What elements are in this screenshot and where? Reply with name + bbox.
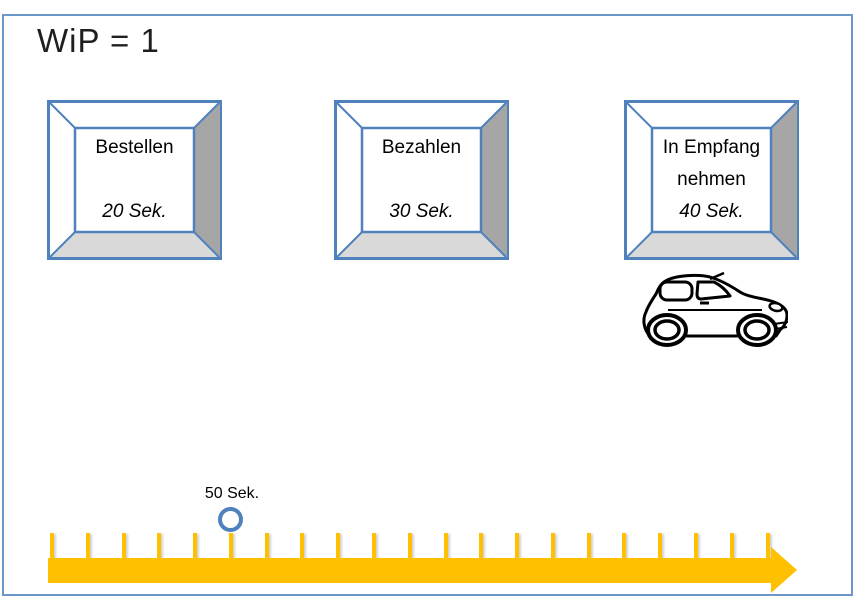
station-name: Bestellen — [95, 137, 174, 158]
bevel-frame — [334, 100, 509, 260]
station-name-line2: nehmen — [677, 169, 746, 190]
station-name: In Empfang — [662, 137, 761, 158]
station-time: 30 Sek. — [389, 201, 454, 222]
station-box-bestellen: Bestellen 20 Sek. — [47, 100, 222, 260]
station-box-bezahlen: Bezahlen 30 Sek. — [334, 100, 509, 260]
timeline-arrow — [48, 547, 797, 593]
time-marker-circle — [218, 507, 243, 532]
station-time: 40 Sek. — [679, 201, 744, 222]
station-name: Bezahlen — [381, 137, 462, 158]
bevel-frame — [47, 100, 222, 260]
station-time: 20 Sek. — [102, 201, 167, 222]
slide-title: WiP = 1 — [37, 22, 160, 59]
station-box-in-empfang-nehmen: In Empfang nehmen 40 Sek. — [624, 100, 799, 260]
car-icon — [642, 272, 788, 347]
bevel-frame — [624, 100, 799, 260]
time-marker-label: 50 Sek. — [204, 485, 260, 502]
